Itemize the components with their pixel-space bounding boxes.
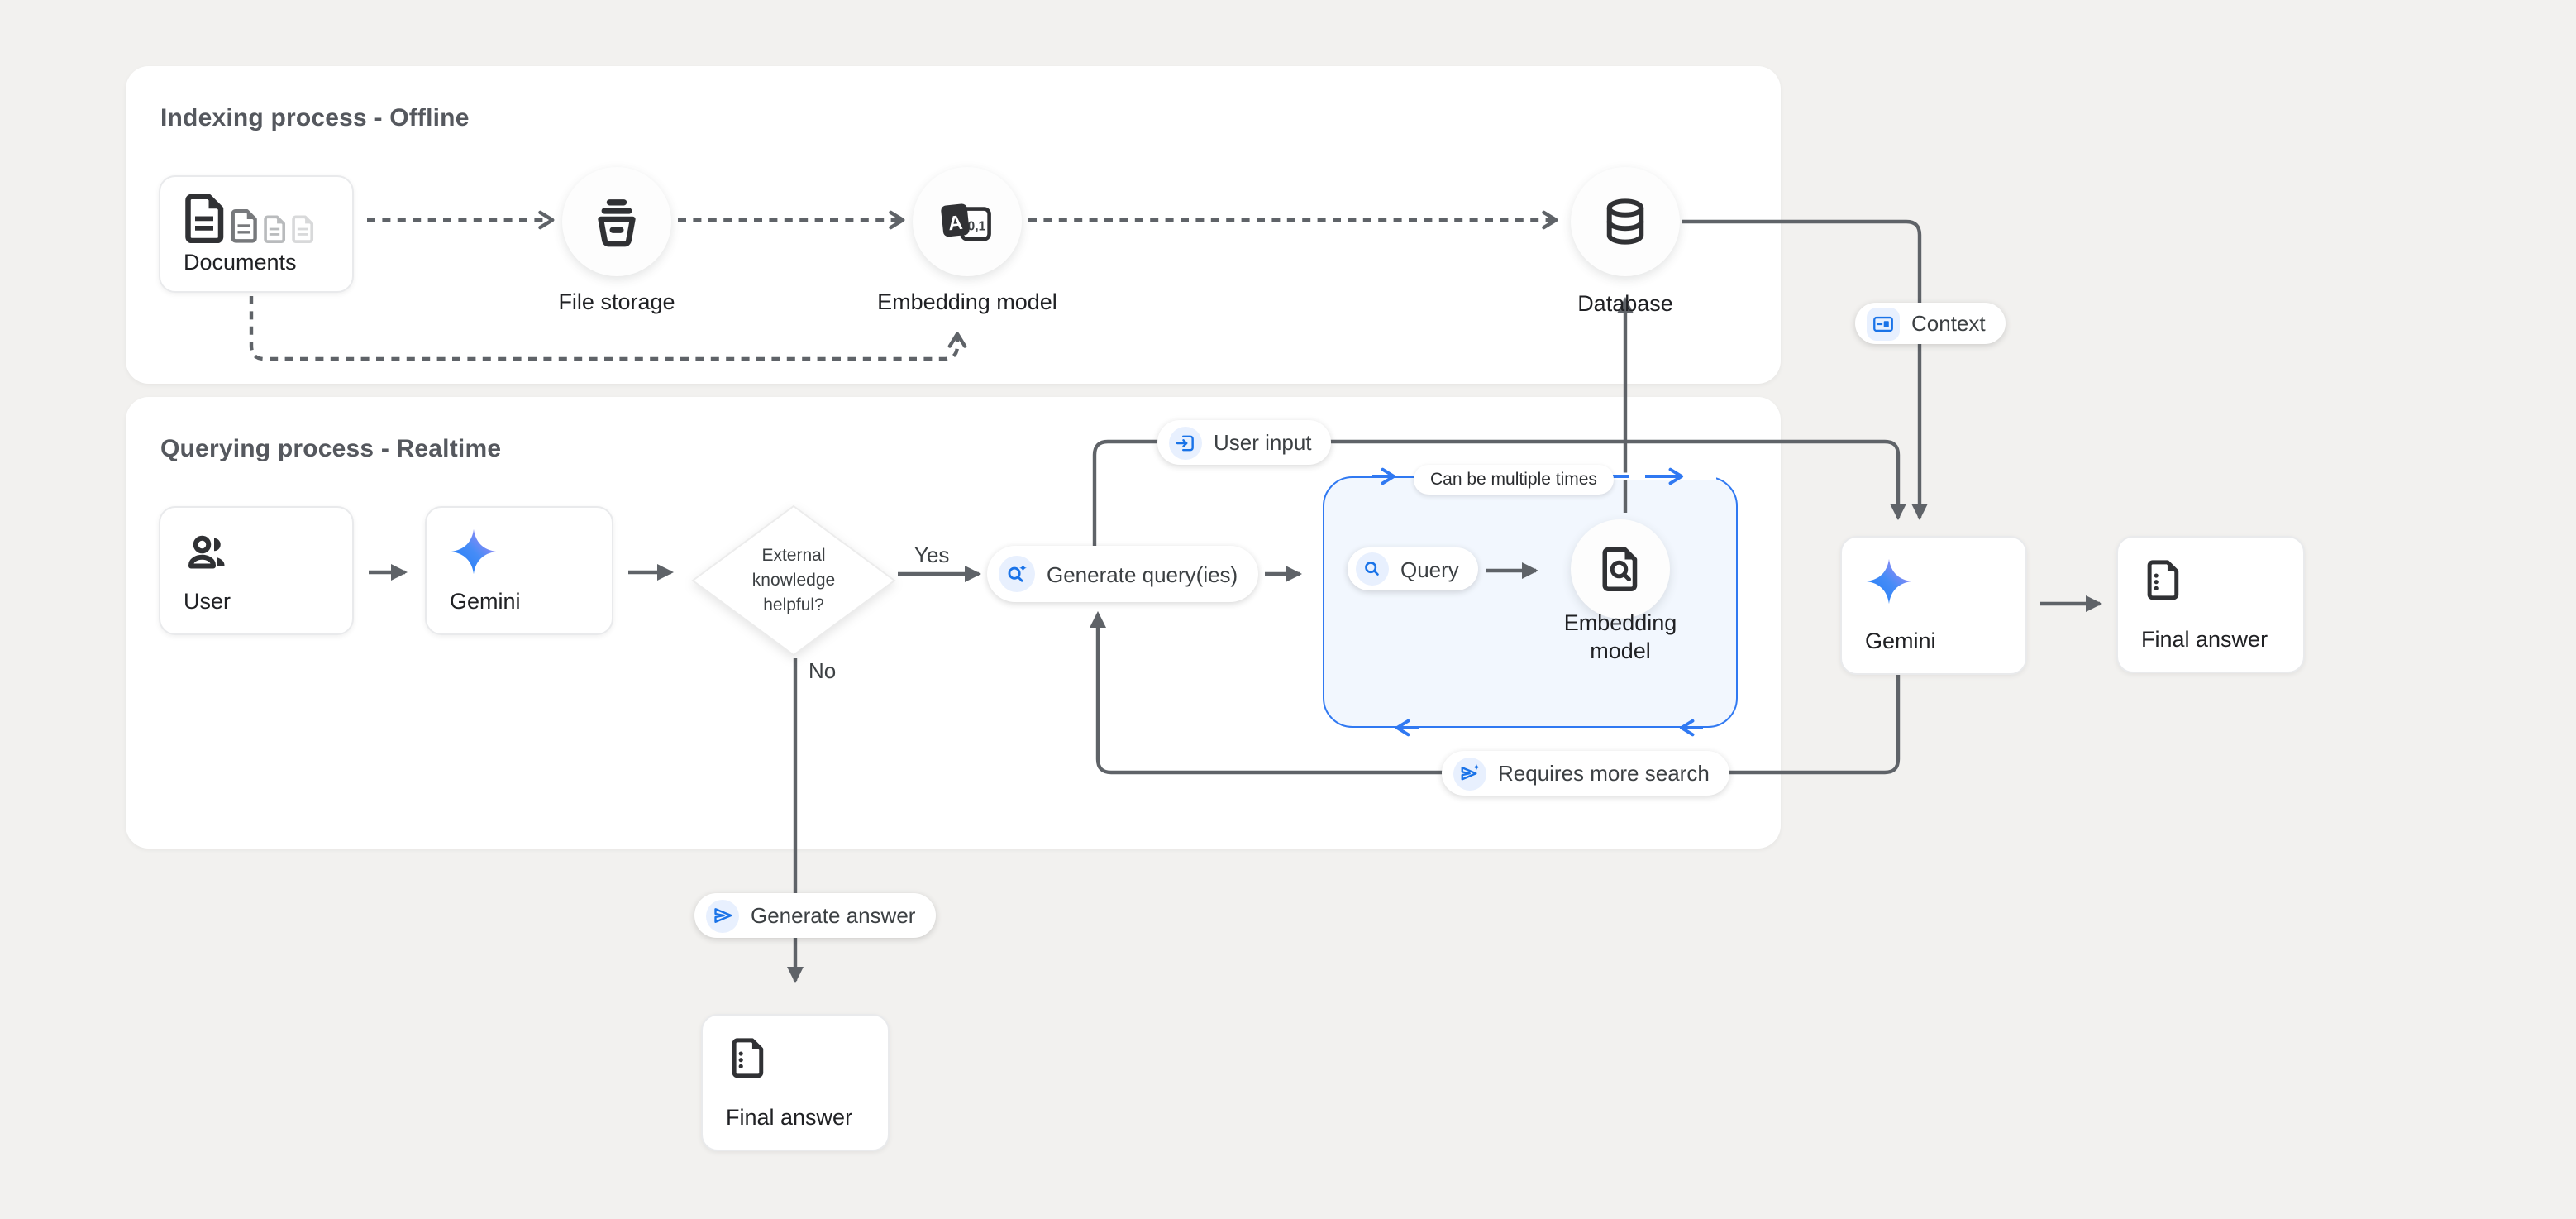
query-label: Query	[1400, 557, 1459, 581]
retrieval-loop-region	[1323, 476, 1738, 728]
embedding-model-label: Embedding model	[877, 289, 1057, 314]
decision-diamond: External knowledge helpful?	[689, 503, 898, 658]
user-node: User	[159, 506, 354, 635]
generate-answer-pill: Generate answer	[694, 893, 936, 938]
gemini-right-node: Gemini	[1840, 536, 2027, 675]
svg-text:A: A	[947, 211, 964, 235]
embedding-model-icon: 0,1 A	[941, 203, 991, 241]
magnifier-icon	[1356, 552, 1389, 586]
final-answer-right-node: Final answer	[2116, 536, 2305, 673]
gemini-label: Gemini	[450, 589, 521, 614]
embedding-model-query-label: Embedding model	[1563, 610, 1677, 663]
database-label: Database	[1577, 291, 1673, 316]
gemini-icon	[1866, 558, 1912, 605]
documents-label: Documents	[184, 250, 297, 275]
user-input-icon	[1169, 426, 1202, 459]
send-spark-icon	[1453, 757, 1486, 790]
requires-more-search-pill: Requires more search	[1442, 751, 1729, 796]
svg-text:0,1: 0,1	[967, 219, 985, 233]
can-multiple-times-badge: Can be multiple times	[1414, 465, 1614, 495]
final-answer-right-label: Final answer	[2141, 627, 2268, 652]
doc-search-icon	[1602, 547, 1638, 591]
file-storage-node	[562, 167, 671, 276]
embedding-model-node: 0,1 A	[913, 167, 1022, 276]
file-storage-label: File storage	[558, 289, 675, 314]
search-spark-icon	[999, 556, 1035, 592]
requires-more-search-label: Requires more search	[1498, 761, 1710, 786]
generate-queries-pill: Generate query(ies)	[987, 546, 1258, 602]
indexing-title: Indexing process - Offline	[160, 104, 470, 132]
gemini-icon	[451, 528, 497, 575]
diamond-shape	[691, 504, 896, 657]
database-icon	[1606, 198, 1644, 245]
query-pill: Query	[1348, 547, 1479, 590]
no-label: No	[809, 658, 837, 683]
documents-node: Documents	[159, 175, 354, 293]
context-badge: Context	[1855, 303, 2006, 344]
final-answer-bottom-node: Final answer	[701, 1014, 890, 1151]
generate-answer-label: Generate answer	[751, 903, 916, 928]
documents-icon	[184, 194, 314, 243]
context-label: Context	[1911, 311, 1986, 336]
decision-text: External knowledge helpful?	[751, 545, 836, 614]
database-node	[1571, 167, 1680, 276]
embedding-model-query-node	[1571, 519, 1670, 619]
user-input-badge: User input	[1157, 420, 1332, 465]
gemini-node: Gemini	[425, 506, 613, 635]
user-label: User	[184, 589, 231, 614]
user-icon	[188, 535, 225, 569]
querying-title: Querying process - Realtime	[160, 435, 502, 463]
send-icon	[706, 899, 739, 932]
file-storage-icon	[598, 199, 636, 247]
yes-label: Yes	[914, 543, 950, 567]
final-answer-bottom-label: Final answer	[726, 1105, 853, 1130]
gemini-right-label: Gemini	[1865, 629, 1936, 653]
user-input-label: User input	[1214, 430, 1312, 455]
context-icon	[1867, 307, 1900, 340]
generate-queries-label: Generate query(ies)	[1047, 562, 1238, 586]
final-answer-doc-icon	[2147, 560, 2179, 600]
final-answer-doc-icon	[732, 1038, 764, 1078]
